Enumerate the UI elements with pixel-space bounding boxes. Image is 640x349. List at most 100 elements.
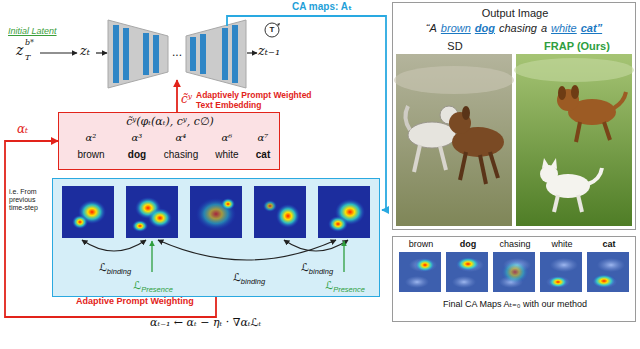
- drawing-part: [540, 252, 582, 292]
- prompt-word: white: [551, 22, 577, 35]
- prompt-word: “A: [426, 22, 437, 35]
- token-word: white: [551, 239, 572, 249]
- token-word: chasing: [164, 149, 198, 161]
- loss-subscript: Presence: [333, 285, 365, 294]
- drawing-part: [62, 186, 114, 238]
- drawing-part: [222, 28, 228, 80]
- drawing-part: [554, 195, 558, 212]
- token-word: brown: [77, 149, 104, 161]
- token-word: cat: [602, 239, 615, 249]
- drawing-part: [415, 258, 435, 272]
- drawing-part: [548, 276, 568, 288]
- embedding-label: Adaptively Prompt Weighted Text Embeddin…: [196, 91, 326, 111]
- drawing-part: [343, 241, 344, 272]
- weight-symbol: α²: [86, 132, 97, 144]
- loss-symbol: ℒ: [233, 271, 241, 284]
- caption: Final CA Maps Aₜ₌₀ with our method: [443, 299, 587, 309]
- drawing-part: [446, 252, 488, 292]
- drawing-part: [446, 252, 488, 292]
- drawing-part: [143, 33, 149, 75]
- drawing-part: [263, 200, 277, 212]
- connector-label: αₜ: [16, 123, 29, 137]
- drawing-part: [490, 152, 498, 178]
- loss-term: ℒbinding: [233, 267, 265, 285]
- drawing-part: [126, 186, 178, 238]
- drawing-part: [190, 37, 196, 71]
- token-word: dog: [128, 149, 146, 161]
- latent-subscript: T: [25, 53, 30, 62]
- weighting-label: Adaptive Prompt Weighting: [76, 296, 194, 306]
- drawing-part: [318, 186, 370, 238]
- drawing-part: [501, 260, 529, 284]
- drawing-part: [72, 215, 88, 229]
- weight-symbol: α⁶: [222, 132, 233, 144]
- panel-heatmaps: [62, 186, 370, 238]
- latent-note: Initial Latent: [8, 26, 57, 36]
- panel-ground: [52, 178, 380, 297]
- drawing-part: [151, 241, 152, 272]
- drawing-part: [571, 85, 579, 99]
- sd-image: [394, 54, 514, 226]
- drawing-part: [113, 25, 119, 83]
- drawing-part: [597, 258, 625, 272]
- loss-subscript: binding: [241, 277, 265, 286]
- drawing-part: [284, 240, 348, 251]
- loss-symbol: ℒ: [325, 279, 333, 292]
- drawing-part: [153, 35, 159, 73]
- loss-term: ℒPresence: [325, 275, 365, 293]
- unet: [108, 20, 246, 88]
- drawing-part: [108, 20, 168, 88]
- loss-subscript: binding: [107, 267, 131, 276]
- drawing-part: [148, 208, 172, 228]
- drawing-part: [576, 122, 580, 142]
- drawing-part: [480, 155, 486, 184]
- drawing-part: [551, 158, 557, 169]
- drawing-part: [186, 20, 246, 88]
- loss-term: ℒbinding: [301, 257, 333, 275]
- loss-term: ℒbinding: [99, 257, 131, 275]
- loss-term: ℒPresence: [133, 275, 173, 293]
- drawing-part: [456, 258, 484, 272]
- drawing-part: [408, 122, 456, 148]
- weight-symbol: α⁷: [258, 132, 269, 144]
- loss-symbol: ℒ: [301, 261, 309, 274]
- drawing-part: [221, 198, 235, 210]
- drawing-part: [132, 220, 148, 232]
- prompt-word: brown: [441, 22, 471, 35]
- final-maps-panel: browndogchasingwhitecatFinal CA Maps Aₜ₌…: [392, 236, 636, 322]
- loss-symbol: ℒ: [99, 261, 107, 274]
- drawing-part: [588, 168, 602, 184]
- drawing-part: [493, 252, 535, 292]
- token-word: dog: [460, 239, 477, 249]
- weight-symbol: α⁴: [176, 132, 187, 144]
- token-word: chasing: [499, 239, 530, 249]
- ellipsis: ...: [172, 46, 182, 60]
- drawing-part: [399, 252, 441, 292]
- prompt-word: chasing: [499, 22, 537, 35]
- weight-symbol: α³: [132, 132, 143, 144]
- latent-superscript: b*: [25, 38, 34, 47]
- loss-subscript: Presence: [141, 285, 173, 294]
- side-note: i.e. From previous time-step: [9, 188, 49, 212]
- loop-count: T: [270, 25, 275, 34]
- drawing-part: [82, 240, 146, 251]
- prompt-word: dog: [475, 22, 495, 35]
- latent-symbol: z: [16, 42, 23, 58]
- drawing-part: [190, 186, 242, 238]
- drawing-part: [394, 66, 514, 94]
- drawing-part: [460, 152, 466, 180]
- flow-arrow: [40, 52, 77, 53]
- token-word: white: [215, 149, 238, 161]
- drawing-part: [254, 186, 306, 238]
- drawing-part: [405, 106, 410, 130]
- drawing-part: [126, 186, 178, 238]
- drawing-part: [550, 258, 578, 272]
- drawing-part: [232, 25, 238, 83]
- cross-attention-panel: ℒbindingℒPresenceℒbindingℒbindingℒPresen…: [52, 178, 380, 297]
- loop-icon-head: [277, 23, 280, 26]
- drawing-part: [318, 186, 370, 238]
- drawing-part: [190, 186, 242, 238]
- drawing-part: [514, 58, 634, 82]
- binding-arcs: [82, 240, 348, 260]
